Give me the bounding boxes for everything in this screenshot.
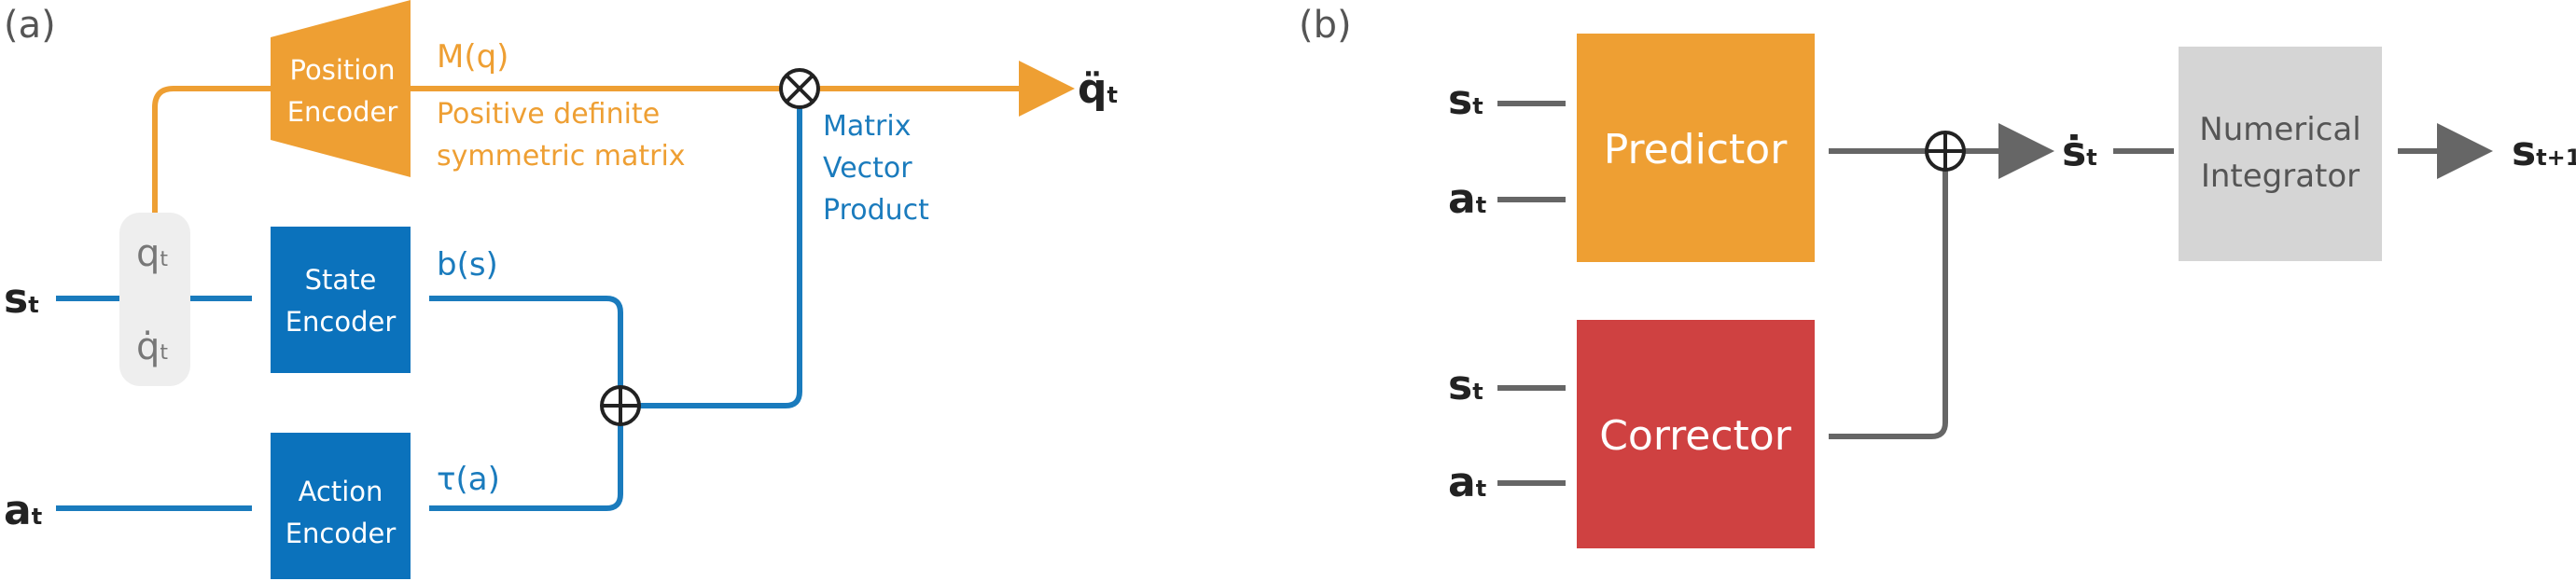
mq-label: M(q) bbox=[437, 38, 508, 76]
input-at-label: at bbox=[4, 487, 42, 534]
corrector-to-sum-line bbox=[1829, 170, 1948, 439]
predictor-label: Predictor bbox=[1604, 126, 1788, 173]
sum-to-product-line bbox=[639, 107, 802, 408]
output-qddot-label: q̈t bbox=[1078, 65, 1118, 113]
state-split-pill bbox=[119, 213, 190, 386]
bs-label: b(s) bbox=[437, 246, 498, 284]
state-encoder-box bbox=[271, 227, 411, 373]
action-encoder-line2: Encoder bbox=[285, 518, 397, 549]
bs-line bbox=[429, 296, 623, 387]
integrator-line1: Numerical bbox=[2199, 111, 2360, 148]
pd-label-line2: symmetric matrix bbox=[437, 140, 686, 173]
panel-b: (b) Predictor Corrector Numerical Integr… bbox=[1299, 4, 2576, 548]
split-qt-label: qt bbox=[136, 232, 168, 275]
position-encoder-line1: Position bbox=[290, 54, 396, 86]
panel-a: (a) Position Encoder State Encoder Actio… bbox=[4, 0, 1118, 579]
panel-a-label: (a) bbox=[4, 4, 56, 47]
sum-operator-icon bbox=[600, 385, 641, 426]
corrector-input-at-label: at bbox=[1448, 459, 1486, 506]
pd-label-line1: Positive definite bbox=[437, 98, 660, 131]
tau-line bbox=[429, 424, 623, 511]
integrator-line2: Integrator bbox=[2201, 158, 2360, 195]
tau-label: τ(a) bbox=[437, 461, 500, 498]
numerical-integrator-box bbox=[2179, 47, 2382, 261]
mvp-line2: Vector bbox=[823, 152, 912, 185]
position-encoder-line2: Encoder bbox=[287, 96, 398, 128]
mvp-line1: Matrix bbox=[823, 110, 911, 143]
state-encoder-line2: Encoder bbox=[285, 306, 397, 338]
action-encoder-line1: Action bbox=[299, 476, 383, 507]
predictor-box bbox=[1577, 34, 1815, 262]
output-st1-label: st+1 bbox=[2512, 128, 2576, 175]
sdot-label: ṡt bbox=[2062, 128, 2097, 175]
corrector-input-st-label: st bbox=[1448, 362, 1483, 409]
split-qdot-label: q̇t bbox=[136, 325, 168, 368]
panel-b-label: (b) bbox=[1299, 4, 1352, 47]
q-to-position-line bbox=[152, 86, 271, 213]
action-encoder-box bbox=[271, 433, 411, 579]
product-operator-icon bbox=[779, 68, 820, 109]
predictor-input-at-label: at bbox=[1448, 175, 1486, 223]
input-st-label: st bbox=[4, 275, 39, 323]
sum-operator-b-icon bbox=[1925, 131, 1966, 172]
corrector-box bbox=[1577, 320, 1815, 548]
predictor-input-st-label: st bbox=[1448, 76, 1483, 124]
corrector-label: Corrector bbox=[1599, 412, 1792, 460]
position-encoder-box bbox=[271, 0, 411, 177]
state-encoder-line1: State bbox=[305, 264, 377, 296]
mvp-line3: Product bbox=[823, 194, 929, 227]
